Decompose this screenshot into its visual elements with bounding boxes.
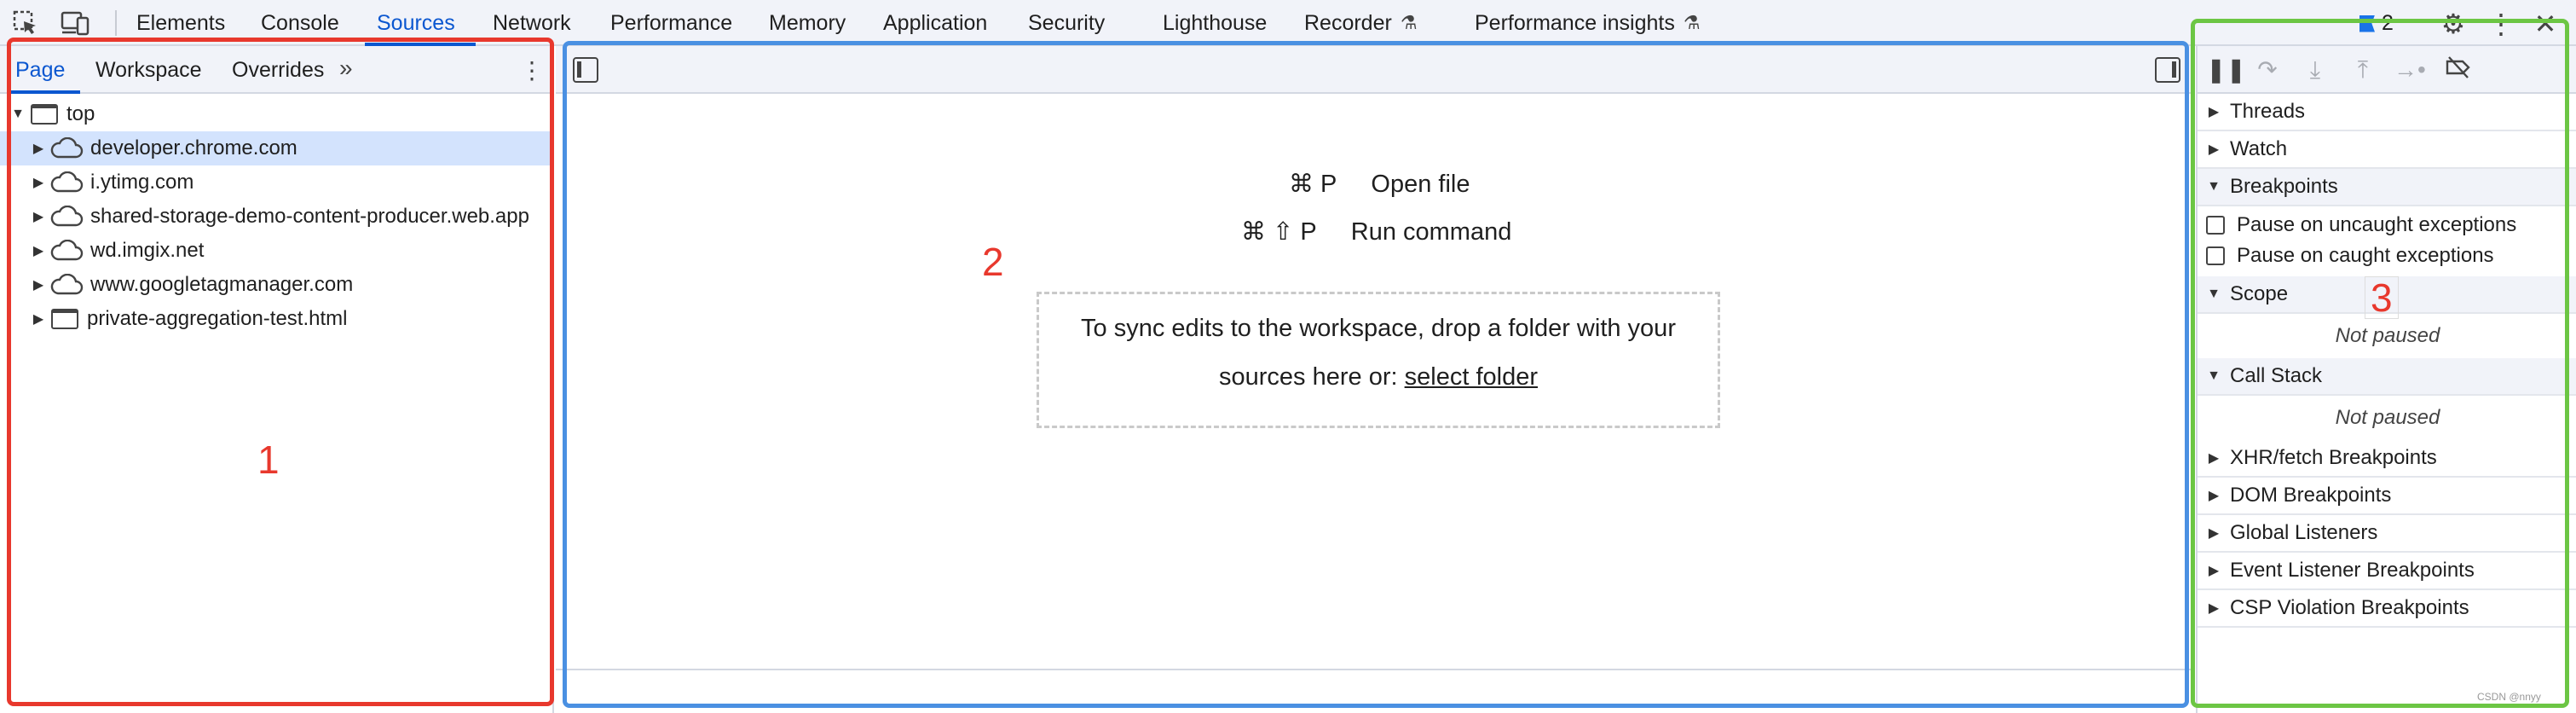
device-toggle-icon[interactable]: [60, 8, 90, 38]
cloud-icon: [50, 206, 84, 227]
editor-status-divider: [556, 669, 2194, 670]
flask-icon: ⚗: [1683, 12, 1701, 33]
section-event-listener-breakpoints[interactable]: ▶Event Listener Breakpoints: [2198, 553, 2576, 590]
collapse-triangle-icon: ▶: [2208, 526, 2220, 541]
flask-icon: ⚗: [1400, 12, 1418, 33]
collapse-triangle-icon: ▶: [2208, 451, 2220, 466]
tree-item[interactable]: ▶ i.ytimg.com: [0, 165, 554, 200]
tab-recorder[interactable]: Recorder⚗: [1304, 0, 1418, 46]
expand-triangle-icon: ▼: [2207, 179, 2221, 194]
section-breakpoints[interactable]: ▼Breakpoints: [2198, 169, 2576, 206]
file-tree: ▼ top ▶ developer.chrome.com ▶ i.ytimg.c…: [0, 97, 554, 336]
step-into-icon[interactable]: ⤓: [2309, 56, 2321, 83]
tree-item[interactable]: ▶ wd.imgix.net: [0, 234, 554, 268]
tab-console[interactable]: Console: [261, 11, 339, 35]
collapse-triangle-icon[interactable]: ▶: [32, 244, 44, 258]
collapse-triangle-icon[interactable]: ▶: [32, 210, 44, 224]
section-csp-violation-breakpoints[interactable]: ▶CSP Violation Breakpoints: [2198, 590, 2576, 628]
tab-overrides[interactable]: Overrides: [232, 58, 325, 82]
annotation-number: 1: [257, 438, 280, 482]
annotation-box-debugger: [2191, 19, 2569, 708]
frame-icon: [51, 309, 78, 329]
section-dom-breakpoints[interactable]: ▶DOM Breakpoints: [2198, 478, 2576, 515]
tree-item[interactable]: ▶ www.googletagmanager.com: [0, 268, 554, 302]
tab-performance[interactable]: Performance: [610, 11, 733, 35]
section-scope[interactable]: ▼Scope: [2198, 276, 2576, 314]
tab-security[interactable]: Security: [1028, 11, 1106, 35]
collapse-triangle-icon: ▶: [2208, 489, 2220, 503]
tab-elements[interactable]: Elements: [136, 11, 226, 35]
debugger-toolbar: ❚❚ ↷ ⤓ ⤒ →•: [2198, 46, 2576, 94]
section-call-stack[interactable]: ▼Call Stack: [2198, 358, 2576, 396]
more-tabs-icon[interactable]: »: [339, 55, 353, 81]
tab-performance-insights[interactable]: Performance insights⚗: [1475, 0, 1701, 46]
inspect-icon[interactable]: [10, 8, 41, 38]
cloud-icon: [50, 240, 84, 261]
navigator-tabs: Page Workspace Overrides » ⋮: [0, 46, 554, 94]
tab-lighthouse[interactable]: Lighthouse: [1163, 11, 1268, 35]
call-stack-status: Not paused: [2335, 406, 2440, 429]
section-watch[interactable]: ▶Watch: [2198, 131, 2576, 169]
frame-icon: [31, 104, 58, 125]
tree-item[interactable]: ▶ private-aggregation-test.html: [0, 302, 554, 336]
active-tab-indicator: [10, 90, 80, 94]
pause-caught-checkbox[interactable]: Pause on caught exceptions: [2206, 241, 2494, 271]
expand-triangle-icon: ▼: [2207, 287, 2221, 301]
pause-uncaught-checkbox[interactable]: Pause on uncaught exceptions: [2206, 210, 2516, 241]
navigator-panel: Page Workspace Overrides » ⋮ ▼ top ▶ dev…: [0, 46, 554, 713]
select-folder-link[interactable]: select folder: [1404, 363, 1538, 391]
tab-application[interactable]: Application: [883, 11, 988, 35]
expand-triangle-icon[interactable]: ▼: [11, 107, 25, 121]
collapse-triangle-icon[interactable]: ▶: [32, 312, 44, 327]
editor-toolbar: [556, 46, 2194, 94]
collapse-triangle-icon: ▶: [2208, 105, 2220, 119]
cloud-icon: [50, 171, 84, 193]
annotation-box-navigator: [7, 38, 554, 706]
tab-sources[interactable]: Sources: [377, 11, 455, 35]
toolbar-divider: [115, 10, 117, 36]
active-tab-indicator: [365, 43, 476, 46]
collapse-triangle-icon: ▶: [2208, 564, 2220, 578]
collapse-triangle-icon[interactable]: ▶: [32, 278, 44, 293]
section-xhr-breakpoints[interactable]: ▶XHR/fetch Breakpoints: [2198, 440, 2576, 478]
deactivate-breakpoints-icon[interactable]: [2443, 55, 2474, 85]
tab-workspace[interactable]: Workspace: [95, 58, 202, 82]
cloud-icon: [50, 274, 84, 295]
checkbox[interactable]: [2206, 246, 2225, 265]
tree-item[interactable]: ▶ shared-storage-demo-content-producer.w…: [0, 200, 554, 234]
collapse-triangle-icon: ▶: [2208, 142, 2220, 157]
gear-icon[interactable]: ⚙: [2440, 9, 2466, 39]
tree-item[interactable]: ▶ developer.chrome.com: [0, 131, 554, 165]
debugger-sidebar: ❚❚ ↷ ⤓ ⤒ →• ▶Threads ▶Watch ▼Breakpoints…: [2196, 46, 2576, 713]
close-icon[interactable]: ✕: [2533, 9, 2557, 39]
collapse-triangle-icon[interactable]: ▶: [32, 142, 44, 156]
tab-page[interactable]: Page: [15, 58, 66, 82]
section-threads[interactable]: ▶Threads: [2198, 94, 2576, 131]
expand-triangle-icon: ▼: [2207, 368, 2221, 383]
step-over-icon[interactable]: ↷: [2257, 56, 2278, 83]
annotation-number: 3: [2365, 276, 2399, 319]
tree-item-top[interactable]: ▼ top: [11, 102, 95, 125]
show-navigator-icon[interactable]: [573, 57, 598, 83]
tab-memory[interactable]: Memory: [769, 11, 846, 35]
workspace-dropzone[interactable]: To sync edits to the workspace, drop a f…: [1037, 292, 1720, 428]
section-global-listeners[interactable]: ▶Global Listeners: [2198, 515, 2576, 553]
collapse-triangle-icon[interactable]: ▶: [32, 176, 44, 190]
checkbox[interactable]: [2206, 216, 2225, 235]
cloud-icon: [50, 137, 84, 159]
show-debugger-icon[interactable]: [2155, 57, 2180, 83]
annotation-box-editor: [563, 41, 2189, 708]
kebab-menu-icon[interactable]: ⋮: [520, 57, 544, 84]
step-out-icon[interactable]: ⤒: [2357, 56, 2369, 83]
collapse-triangle-icon: ▶: [2208, 601, 2220, 616]
scope-status: Not paused: [2335, 324, 2440, 347]
step-icon[interactable]: →•: [2394, 56, 2426, 83]
watermark: CSDN @nnyy: [2477, 691, 2541, 703]
tab-network[interactable]: Network: [493, 11, 571, 35]
kebab-menu-icon[interactable]: ⋮: [2487, 9, 2515, 39]
annotation-number: 2: [982, 240, 1004, 284]
